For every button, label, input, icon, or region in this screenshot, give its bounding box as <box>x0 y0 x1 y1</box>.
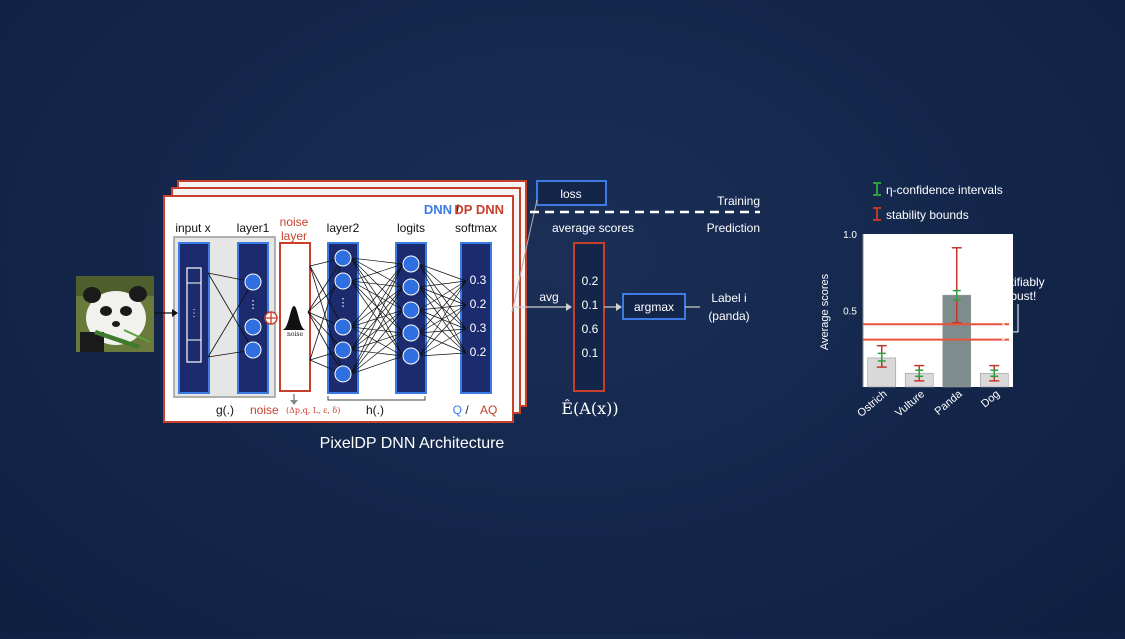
annotation-leader <box>1004 304 1019 333</box>
svg-text:⋮: ⋮ <box>338 297 349 309</box>
average-scores-label: average scores <box>552 221 634 235</box>
softmax-box <box>460 242 492 394</box>
connections <box>207 257 344 375</box>
connection-line <box>418 263 467 330</box>
h-function-label: h(.) <box>366 403 384 417</box>
header-sep: / <box>452 202 463 217</box>
softmax-value: 0.2 <box>470 297 487 311</box>
softmax-value: 0.2 <box>470 345 487 359</box>
g-function-label: g(.) <box>216 403 234 417</box>
connection-line <box>350 263 404 351</box>
connection-line <box>350 349 404 357</box>
chart-category-label: Panda <box>933 388 966 418</box>
expectation-label: Ê(A(x)) <box>561 398 618 418</box>
logits-nodes <box>402 255 420 365</box>
connections-2 <box>350 257 404 375</box>
chart-y-axis-label: Average scores <box>819 273 831 350</box>
aq-label: AQ <box>480 403 497 417</box>
chart-category-label: Vulture <box>893 388 927 419</box>
confidence-interval-icon <box>873 182 881 196</box>
connection-line <box>418 263 467 306</box>
loss-label: loss <box>560 187 581 201</box>
training-label: Training <box>717 194 760 208</box>
connection-line <box>418 263 467 354</box>
noise-params-label: (Δp,q, L, ε, δ) <box>286 406 340 415</box>
average-value: 0.6 <box>582 322 599 336</box>
stability-bound-icon <box>873 207 881 221</box>
connection-line <box>350 286 404 375</box>
h-bracket <box>327 396 426 401</box>
noise-function-label: noise <box>250 403 279 417</box>
chart-category-label: Dog <box>979 388 1002 410</box>
header-dnn: DNN <box>424 202 452 217</box>
chart-category-label: Ostrich <box>855 388 889 420</box>
label-line-2: (panda) <box>708 309 749 323</box>
label-logits: logits <box>397 221 425 235</box>
connection-line <box>418 280 467 334</box>
connection-line <box>350 280 404 288</box>
connection-line <box>350 309 404 375</box>
legend: η-confidence intervals stability bounds <box>873 182 1003 222</box>
connection-line <box>418 332 467 354</box>
layer1-nodes <box>244 273 262 359</box>
average-value: 0.2 <box>582 274 599 288</box>
argmax-label: argmax <box>634 300 674 314</box>
label-layer2: layer2 <box>327 221 360 235</box>
softmax-value: 0.3 <box>470 273 487 287</box>
q-sep: / <box>462 403 472 417</box>
label-noise-1: noise <box>280 215 309 229</box>
loss-link <box>511 199 538 313</box>
connection-line <box>350 263 404 375</box>
connection-line <box>418 280 467 357</box>
connection-line <box>418 352 467 357</box>
connection-line <box>350 355 404 375</box>
connection-line <box>418 328 467 357</box>
connection-line <box>350 257 404 265</box>
connection-line <box>418 309 467 354</box>
legend-confidence: η-confidence intervals <box>886 183 1003 197</box>
header-dp-dnn: DP DNN <box>454 202 504 217</box>
legend-stability: stability bounds <box>886 208 969 222</box>
avg-label: avg <box>539 290 558 304</box>
connection-line <box>350 263 404 328</box>
connection-line <box>350 332 404 375</box>
connection-line <box>418 286 467 354</box>
label-layer1: layer1 <box>237 221 270 235</box>
connection-line <box>350 263 404 282</box>
connections-3 <box>418 263 467 357</box>
layer1-box <box>237 242 269 394</box>
average-scores-box <box>573 242 605 392</box>
layer2-nodes <box>334 249 352 383</box>
label-line-1: Label i <box>711 291 746 305</box>
connection-line <box>418 286 467 330</box>
softmax-value: 0.3 <box>470 321 487 335</box>
prediction-label: Prediction <box>707 221 760 235</box>
average-value: 0.1 <box>582 298 599 312</box>
label-input: input x <box>175 221 210 235</box>
chart-y-tick-label: 1.0 <box>843 230 857 241</box>
svg-text:⋮: ⋮ <box>189 308 199 319</box>
connection-line <box>418 263 467 282</box>
diagram-caption: PixelDP DNN Architecture <box>320 435 505 452</box>
connection-line <box>418 286 467 306</box>
label-noise-2: layer <box>281 229 307 243</box>
noise-box-label: noise <box>287 331 303 338</box>
chart-y-tick-label: 0.5 <box>843 307 857 318</box>
connection-line <box>418 280 467 288</box>
label-softmax: softmax <box>455 221 497 235</box>
gaussian-icon <box>282 306 306 330</box>
q-label: Q <box>453 403 462 417</box>
connection-line <box>418 280 467 311</box>
loss-box[interactable] <box>536 180 607 206</box>
connection-line <box>418 309 467 330</box>
connection-line <box>418 304 467 357</box>
average-value: 0.1 <box>582 346 599 360</box>
input-vector <box>186 267 202 363</box>
panda-image <box>76 276 154 352</box>
svg-text:⋮: ⋮ <box>248 299 259 311</box>
